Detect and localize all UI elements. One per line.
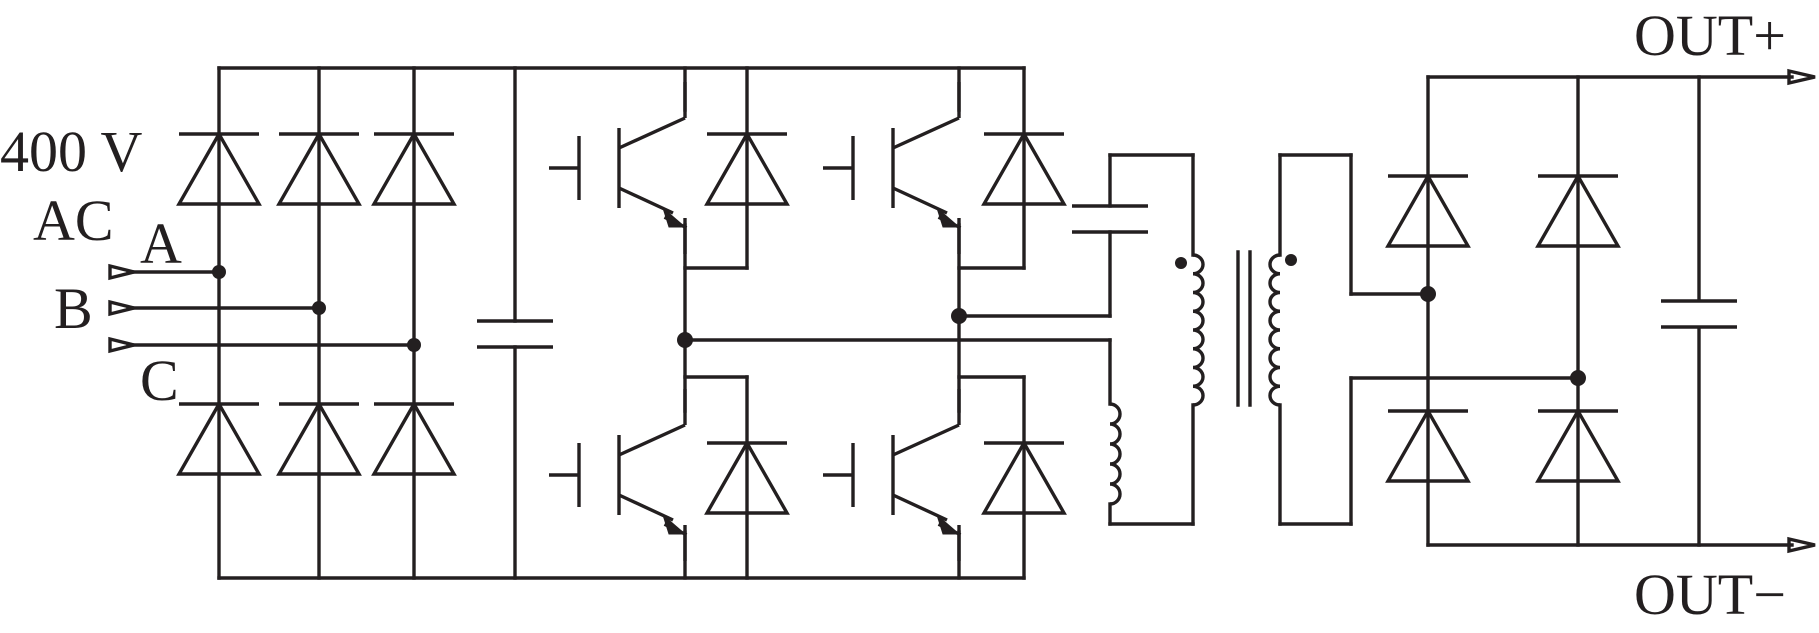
junction-dot: [1570, 370, 1586, 386]
capacitor-icon: [475, 319, 555, 349]
junction-dot: [312, 301, 326, 315]
resonant-tank: [683, 153, 1195, 526]
primary-winding-icon: [1192, 253, 1205, 407]
out-negative-arrow-icon: [1787, 536, 1816, 554]
input-type-label: AC: [33, 188, 114, 253]
resonant-inductor-icon: [1109, 402, 1122, 506]
phase-c-arrow-icon: [108, 336, 135, 354]
phase-a-arrow-icon: [108, 263, 135, 281]
phase-a-label: A: [140, 211, 182, 276]
output-positive-label: OUT+: [1634, 3, 1786, 68]
polarity-dot: [1175, 257, 1187, 269]
input-rectifier: [108, 66, 1026, 580]
junction-dot: [212, 265, 226, 279]
resonant-capacitor-icon: [1070, 204, 1150, 234]
junction-dot: [1420, 286, 1436, 302]
igbt-switch-icon: [821, 387, 961, 563]
output-capacitor-icon: [1659, 299, 1739, 329]
output-rectifier: [1386, 68, 1816, 554]
phase-b-arrow-icon: [108, 299, 135, 317]
phase-b-label: B: [54, 276, 93, 341]
output-negative-label: OUT−: [1634, 562, 1786, 627]
polarity-dot: [1285, 254, 1297, 266]
input-voltage-label: 400 V: [0, 119, 142, 184]
out-positive-arrow-icon: [1787, 68, 1816, 86]
secondary-winding-icon: [1268, 253, 1281, 407]
igbt-switch-icon: [547, 387, 687, 563]
igbt-switch-icon: [547, 80, 687, 256]
transformer: [1175, 153, 1580, 526]
junction-dot: [407, 338, 421, 352]
phase-c-label: C: [140, 348, 179, 413]
full-bridge-inverter: [547, 66, 1066, 580]
dc-link-capacitor: [475, 66, 555, 580]
igbt-switch-icon: [821, 80, 961, 256]
